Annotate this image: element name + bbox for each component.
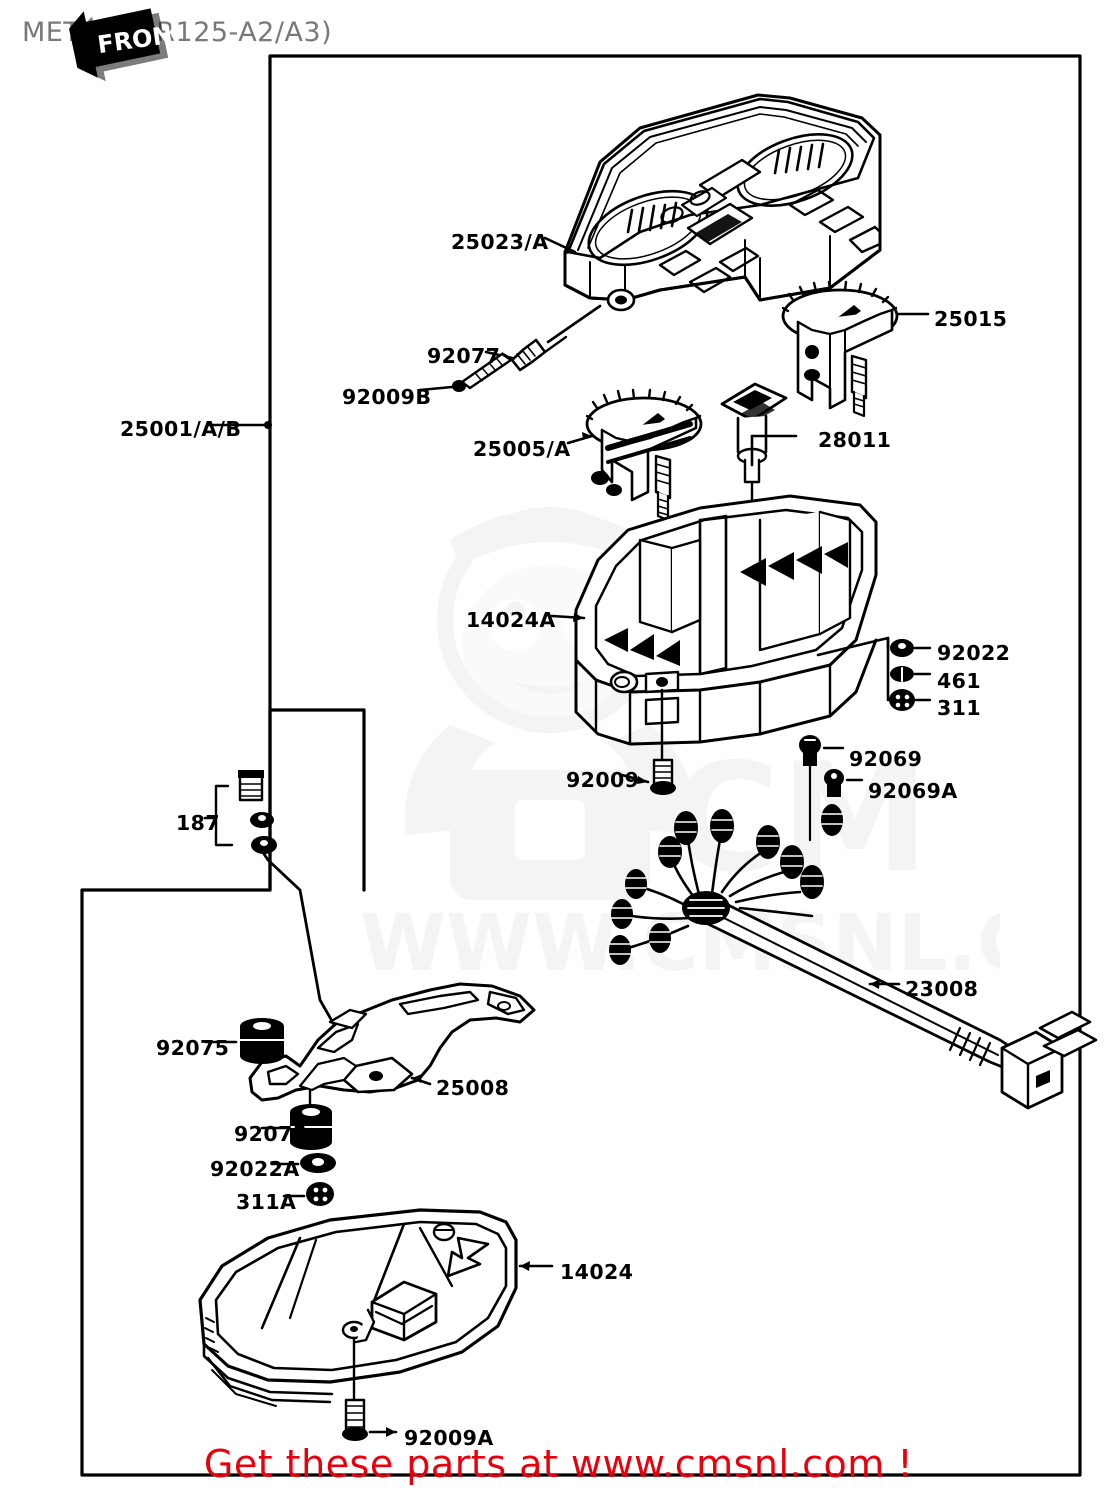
- part-92009-screw: [650, 688, 676, 795]
- part-label-bolt-set-187[interactable]: 187: [176, 811, 220, 835]
- leader-25008: [410, 1074, 432, 1086]
- part-311a-nut: [282, 1182, 334, 1206]
- part-label-damper-lower-92075[interactable]: 92075: [234, 1122, 308, 1146]
- part-label-meter-cover-lower[interactable]: 14024: [560, 1260, 634, 1284]
- leader-25023: [543, 236, 577, 254]
- part-25005-speedometer: [585, 388, 703, 522]
- part-label-screw-92009a[interactable]: 92009A: [404, 1426, 494, 1450]
- part-label-meter-bracket[interactable]: 25008: [436, 1076, 510, 1100]
- leader-92009b: [418, 385, 454, 392]
- part-92075-damper-upper: [204, 1018, 285, 1064]
- part-92077-adapter: [510, 304, 602, 372]
- leader-14024: [518, 1261, 554, 1271]
- part-28011-lamp-unit: [720, 382, 788, 502]
- front-arrow-icon: FRONT: [69, 8, 178, 82]
- part-25023-meter-case-upper: [563, 93, 882, 312]
- part-label-tachometer[interactable]: 25015: [934, 307, 1008, 331]
- part-label-meter-case-upper[interactable]: 25023/A: [451, 230, 549, 254]
- part-92075-damper-lower: [260, 1088, 333, 1150]
- part-label-damper-upper-92075[interactable]: 92075: [156, 1036, 230, 1060]
- part-label-speedometer[interactable]: 25005/A: [473, 437, 571, 461]
- part-92069-bulb: [799, 735, 845, 842]
- leader-23008: [868, 979, 901, 989]
- part-92069a-bulb: [824, 769, 864, 797]
- part-label-wiring-harness[interactable]: 23008: [905, 977, 979, 1001]
- part-92009a-screw: [342, 1336, 398, 1441]
- footer-promo-text: Get these parts at www.cmsnl.com !: [203, 1442, 914, 1486]
- part-label-cable-adapter[interactable]: 92077: [427, 344, 501, 368]
- part-label-indicator-lamp-unit[interactable]: 28011: [818, 428, 892, 452]
- part-label-meter-assembly-bracket[interactable]: 25001/A/B: [120, 417, 242, 441]
- part-14024-meter-cover: [198, 1208, 518, 1407]
- part-label-washer-461[interactable]: 461: [937, 669, 981, 693]
- leader-28011: [750, 434, 798, 467]
- part-label-nut-311a[interactable]: 311A: [236, 1190, 297, 1214]
- part-label-screw-92009[interactable]: 92009: [566, 768, 640, 792]
- part-92009b-screw: [452, 352, 513, 392]
- part-25008-meter-bracket: [248, 982, 536, 1102]
- part-label-screw-92009b[interactable]: 92009B: [342, 385, 432, 409]
- leader-92009: [620, 773, 650, 784]
- part-25015-tachometer: [781, 280, 899, 418]
- leader-25005: [566, 432, 594, 445]
- part-label-nut-311[interactable]: 311: [937, 696, 981, 720]
- part-14024a-meter-case-lower: [574, 494, 878, 746]
- part-label-washer-92022a[interactable]: 92022A: [210, 1157, 300, 1181]
- part-label-bulb-92069[interactable]: 92069: [849, 747, 923, 771]
- part-label-washer-92022[interactable]: 92022: [937, 641, 1011, 665]
- part-187-bolt-set: [203, 770, 277, 854]
- leader-14024a: [550, 613, 586, 622]
- part-23008-wiring-harness: [609, 804, 1098, 1110]
- part-label-meter-case-lower[interactable]: 14024A: [466, 608, 556, 632]
- part-label-bulb-92069a[interactable]: 92069A: [868, 779, 958, 803]
- part-92022a-washer: [270, 1153, 336, 1173]
- hardware-stack-right: [816, 636, 932, 711]
- leader-25001: [206, 421, 272, 429]
